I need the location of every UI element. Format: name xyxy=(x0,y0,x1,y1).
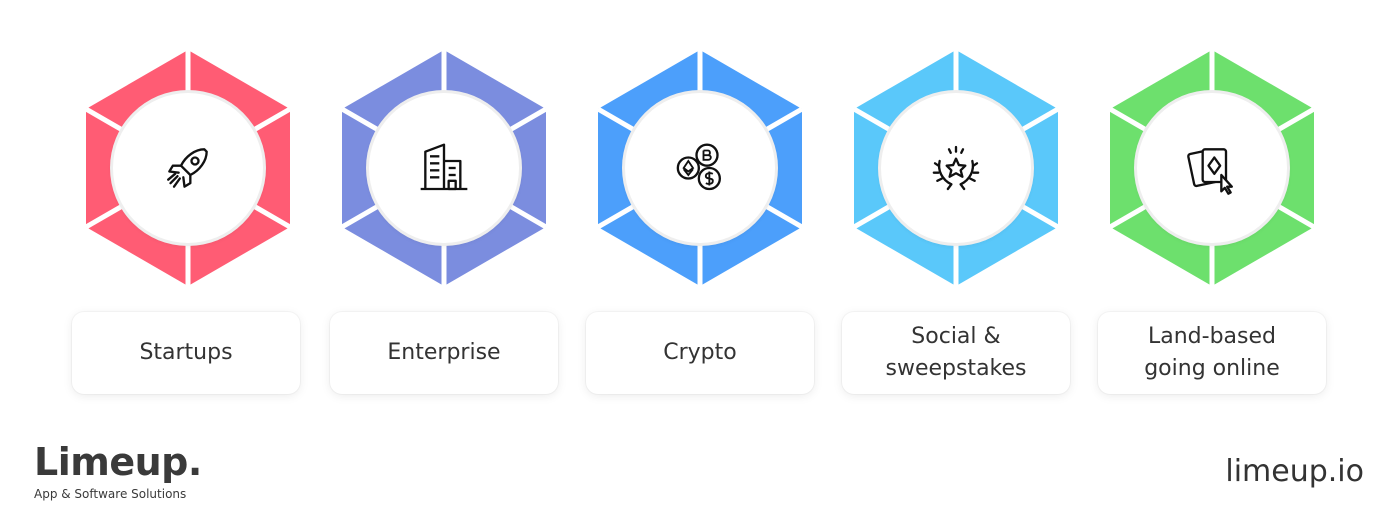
icon-circle xyxy=(1137,93,1287,243)
office-building-icon xyxy=(420,143,468,191)
label-card-enterprise: Enterprise xyxy=(330,312,558,394)
award-laurel-star-icon xyxy=(932,145,980,191)
label-card-land-based: Land-based going online xyxy=(1098,312,1326,394)
segment-land-based xyxy=(1110,50,1314,286)
segment-label: Social & sweepstakes xyxy=(885,324,1027,381)
segment-social-sweepstakes xyxy=(854,50,1058,286)
segment-enterprise xyxy=(342,50,546,286)
brand-name: Limeup. xyxy=(34,440,202,484)
segment-startups xyxy=(86,50,290,286)
segment-label: Startups xyxy=(139,340,233,365)
segment-label: Crypto xyxy=(663,340,737,365)
rocket-icon xyxy=(167,148,208,188)
label-card-social-sweepstakes: Social & sweepstakes xyxy=(842,312,1070,394)
website-url: limeup.io xyxy=(1225,454,1364,489)
icon-circle xyxy=(881,93,1031,243)
icon-circle xyxy=(369,93,519,243)
icon-circle xyxy=(113,93,263,243)
brand-logo: Limeup. App & Software Solutions xyxy=(34,440,202,502)
segment-label: Enterprise xyxy=(387,340,501,365)
brand-tagline: App & Software Solutions xyxy=(34,487,187,501)
icon-circle xyxy=(625,93,775,243)
label-card-crypto: Crypto xyxy=(586,312,814,394)
segment-crypto xyxy=(598,50,802,286)
segment-label: Land-based going online xyxy=(1144,324,1280,381)
playing-cards-cursor-icon xyxy=(1187,148,1233,195)
crypto-coins-icon xyxy=(676,143,721,191)
label-card-startups: Startups xyxy=(72,312,300,394)
